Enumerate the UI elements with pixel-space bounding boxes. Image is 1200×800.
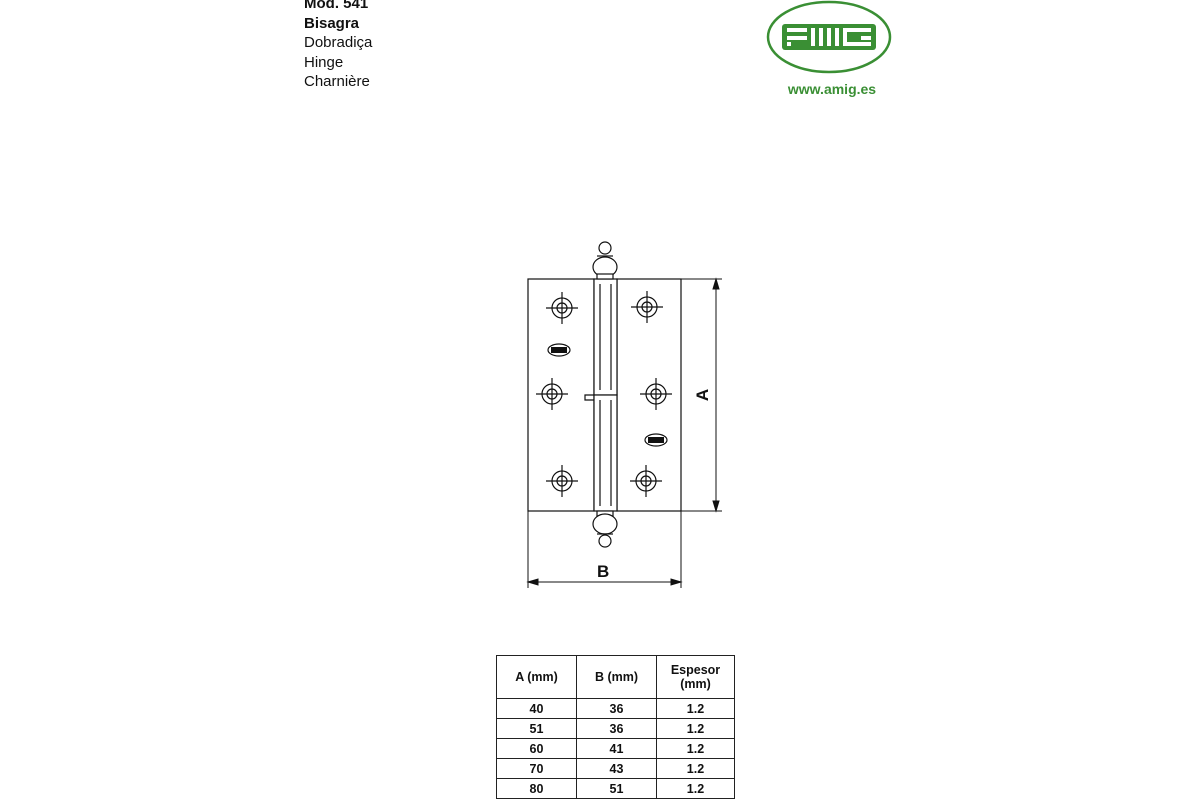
table-row: 80 51 1.2 (496, 778, 735, 799)
cell-a: 70 (496, 758, 577, 779)
dimensions-table: A (mm) B (mm) Espesor (mm) 40 36 1.2 51 … (496, 655, 735, 799)
product-name-es: Bisagra (304, 14, 360, 32)
dimension-a-line (681, 277, 722, 513)
cell-b: 36 (576, 718, 657, 739)
cell-a: 80 (496, 778, 577, 799)
cell-espesor: 1.2 (656, 758, 735, 779)
product-name-pt: Dobradiça (304, 34, 373, 51)
cell-a: 60 (496, 738, 577, 759)
header-b: B (mm) (576, 655, 657, 699)
table-row: 40 36 1.2 (496, 698, 735, 719)
screw-holes-right (630, 291, 672, 497)
cell-a: 40 (496, 698, 577, 719)
model-number: Mod. 541 (304, 0, 369, 12)
dimension-b-label: B (597, 562, 610, 581)
header-a: A (mm) (496, 655, 577, 699)
hinge-right-leaf (616, 278, 682, 512)
table-row: 51 36 1.2 (496, 718, 735, 739)
leaf-logo-stamp (644, 433, 668, 447)
cell-espesor: 1.2 (656, 778, 735, 799)
cell-a: 51 (496, 718, 577, 739)
product-name-fr: Charnière (304, 73, 370, 90)
cell-b: 36 (576, 698, 657, 719)
cell-espesor: 1.2 (656, 698, 735, 719)
screw-holes-left (536, 292, 578, 497)
website-link[interactable]: www.amig.es (787, 81, 877, 97)
amig-logo (766, 0, 892, 74)
hinge-knuckle-upper (593, 278, 618, 396)
bottom-finial (592, 510, 618, 548)
hinge-knuckle-lower (593, 394, 618, 512)
product-name-en: Hinge (304, 53, 344, 71)
cell-b: 43 (576, 758, 657, 779)
cell-b: 51 (576, 778, 657, 799)
header-espesor: Espesor (mm) (656, 655, 735, 699)
table-row: 60 41 1.2 (496, 738, 735, 759)
top-finial (592, 241, 618, 280)
table-row: 70 43 1.2 (496, 758, 735, 779)
cell-espesor: 1.2 (656, 718, 735, 739)
leaf-logo-stamp (547, 343, 571, 357)
dimension-b-line (526, 511, 683, 588)
cell-b: 41 (576, 738, 657, 759)
cell-espesor: 1.2 (656, 738, 735, 759)
product-titles: Mod. 541 Bisagra Dobradiça Hinge Charniè… (304, 0, 372, 92)
table-header-row: A (mm) B (mm) Espesor (mm) (496, 655, 735, 699)
dimension-a-label: A (693, 388, 713, 402)
